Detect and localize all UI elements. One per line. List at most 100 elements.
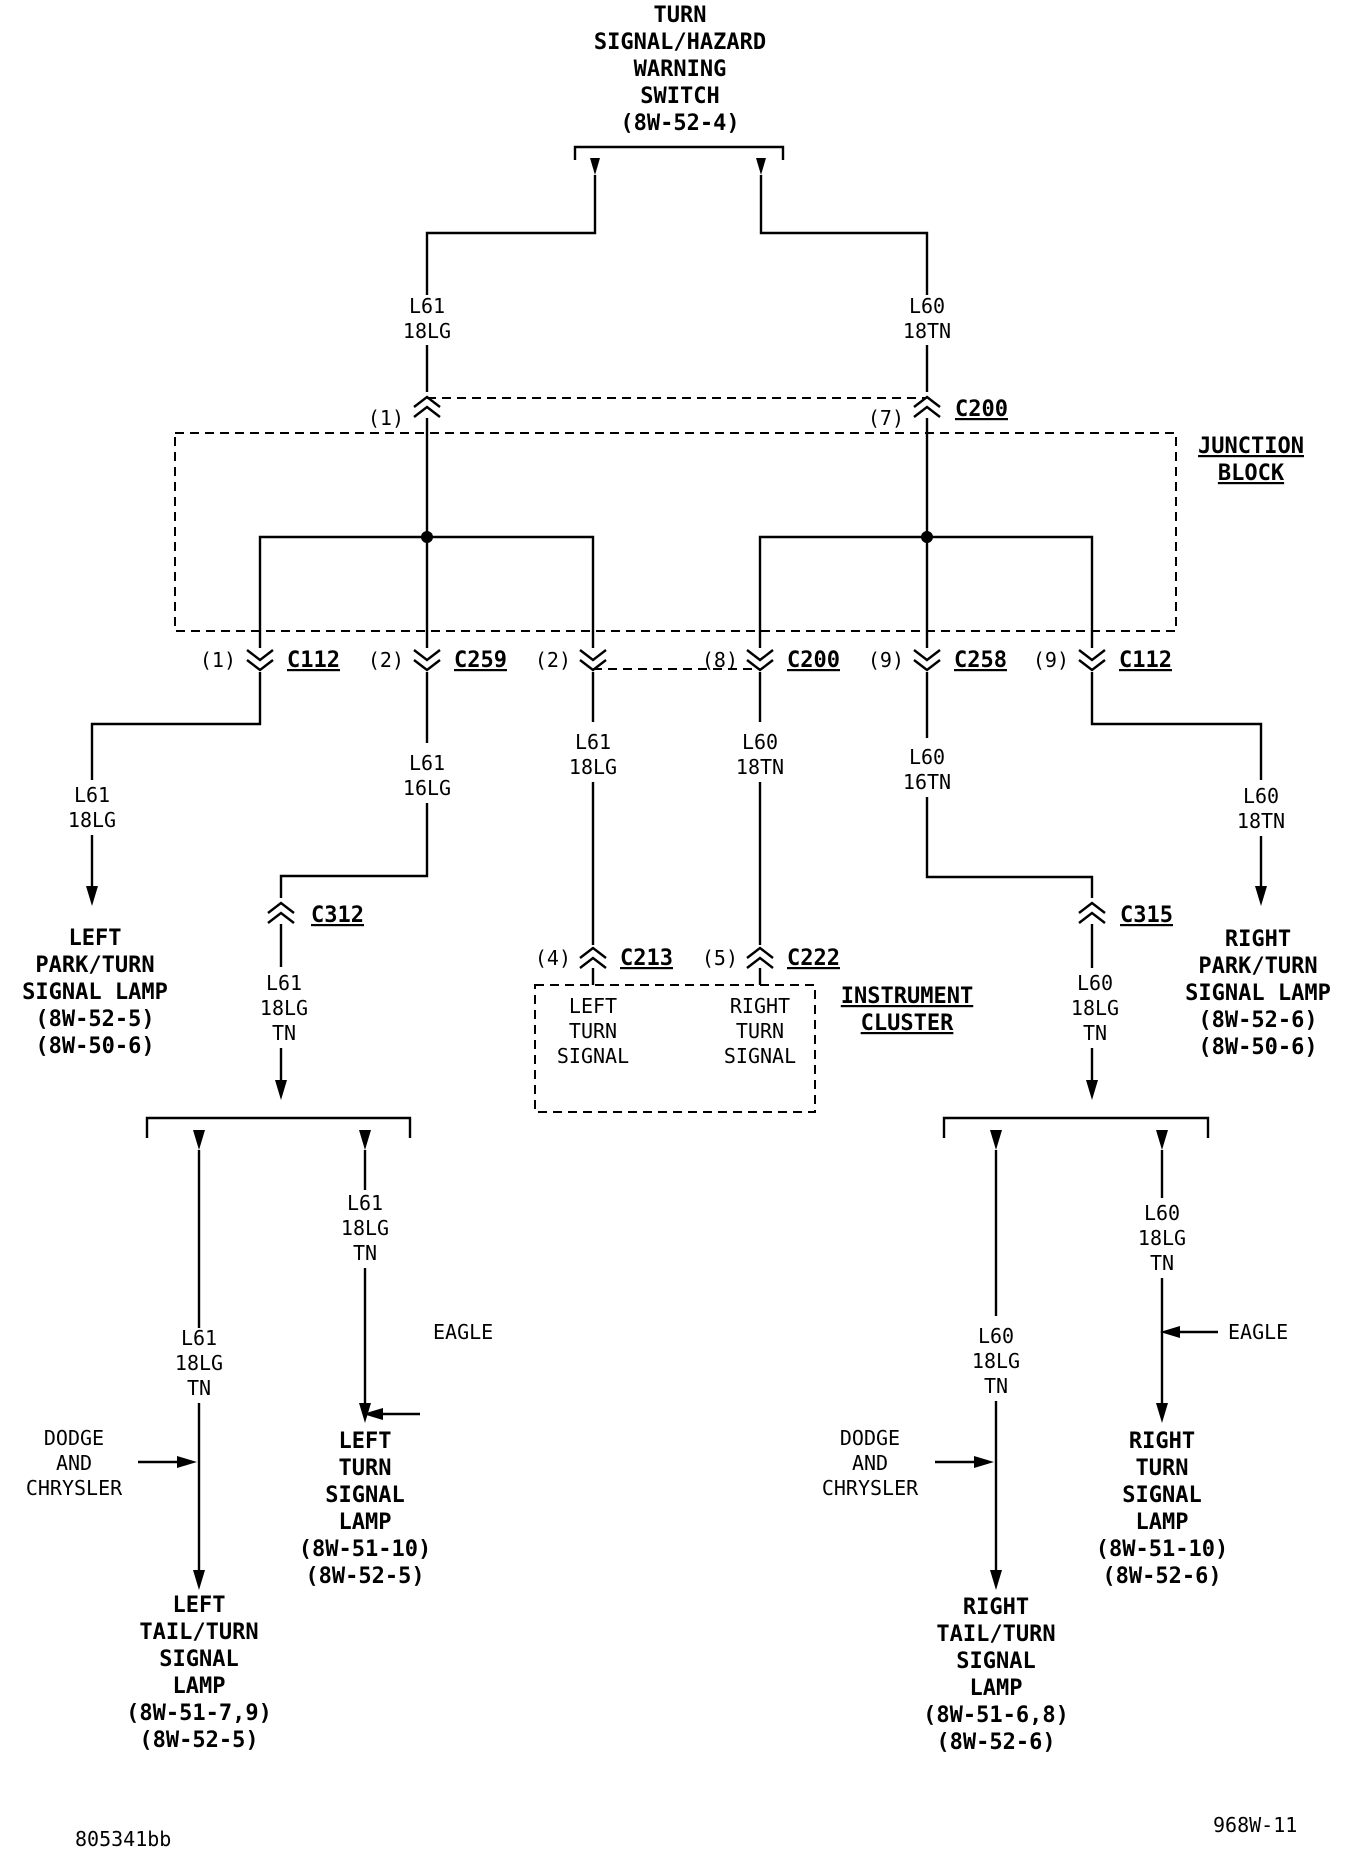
right-tail-lamp-line-3: SIGNAL — [956, 1649, 1035, 1674]
connector-c258-label: C258 — [954, 648, 1007, 673]
right-park-lamp-line-3: SIGNAL LAMP — [1185, 981, 1331, 1006]
connector-c315-symbol — [1078, 901, 1106, 924]
right-tail-lamp-line-6: (8W-52-6) — [936, 1730, 1055, 1755]
connector-c222-label: C222 — [787, 946, 840, 971]
right-turn-pin-arrow — [1156, 1130, 1168, 1150]
connector-c200-top-label: C200 — [955, 397, 1008, 422]
left-tail-lamp-arrow — [193, 1570, 205, 1590]
connector-c315-label: C315 — [1120, 903, 1173, 928]
wire-label-right-tail-gauge: 18LG — [972, 1349, 1020, 1373]
instrument-cluster-label-2: CLUSTER — [861, 1011, 954, 1036]
dodge-left-pointer-head — [177, 1456, 197, 1468]
right-turn-lamp-line-2: TURN — [1136, 1456, 1189, 1481]
connector-c259: (2) C259 — [368, 648, 507, 673]
dodge-right-line-1: DODGE — [840, 1426, 900, 1450]
wire-label-left-park-circuit: L61 — [74, 783, 110, 807]
switch-title-line-4: SWITCH — [640, 84, 719, 109]
instrument-cluster-box — [534, 984, 816, 1113]
dodge-right-line-3: CHRYSLER — [822, 1476, 919, 1500]
right-park-lamp-line-1: RIGHT — [1225, 927, 1291, 952]
wire-label-c312-gauge: 18LG — [260, 996, 308, 1020]
left-turn-lamp-arrow — [359, 1403, 371, 1423]
wire-label-right-park-circuit: L60 — [1243, 784, 1279, 808]
wire-label-c312-color: TN — [272, 1021, 296, 1045]
connector-c200-top-pin-right: (7) — [868, 406, 904, 430]
wire-label-right-cluster-gauge: 18TN — [736, 755, 784, 779]
left-turn-pin-arrow — [359, 1130, 371, 1150]
wire-label-l60-top-circuit: L60 — [909, 294, 945, 318]
wire-l61-top-upper — [425, 175, 597, 295]
right-tail-lamp-line-1: RIGHT — [963, 1595, 1029, 1620]
right-park-lamp-line-2: PARK/TURN — [1198, 954, 1317, 979]
wire-left-park-upper — [90, 672, 262, 780]
figure-id-right: 968W-11 — [1213, 1813, 1297, 1837]
wire-label-left-tail-gauge: 18LG — [175, 1351, 223, 1375]
connector-c312-label: C312 — [311, 903, 364, 928]
wire-label-right-cluster-circuit: L60 — [742, 730, 778, 754]
wire-label-right-park-gauge: 18TN — [1237, 809, 1285, 833]
connector-c200-top: (1) (7) C200 — [368, 395, 1008, 430]
right-tail-turn-signal-lamp: RIGHT TAIL/TURN SIGNAL LAMP (8W-51-6,8) … — [923, 1595, 1069, 1755]
right-turn-signal-line-1: RIGHT — [730, 994, 790, 1018]
left-turn-signal-line-1: LEFT — [569, 994, 617, 1018]
connector-c222-pin: (5) — [702, 946, 738, 970]
left-turn-lamp-line-2: TURN — [339, 1456, 392, 1481]
right-park-lamp-arrow — [1255, 886, 1267, 906]
splice-l60 — [921, 531, 933, 543]
left-turn-signal-lamp: LEFT TURN SIGNAL LAMP (8W-51-10) (8W-52-… — [299, 1429, 431, 1589]
left-turn-lamp-line-5: (8W-51-10) — [299, 1537, 431, 1562]
connector-c200-bottom-label: C200 — [787, 648, 840, 673]
turn-signal-hazard-switch: TURN SIGNAL/HAZARD WARNING SWITCH (8W-52… — [573, 3, 785, 175]
connector-c200-top-right-symbol — [913, 395, 941, 418]
connector-c312-symbol — [267, 901, 295, 924]
right-rear-bracket — [942, 1116, 1210, 1138]
instrument-cluster-label-1: INSTRUMENT — [841, 984, 973, 1009]
connector-c258-symbol — [913, 649, 941, 672]
instrument-cluster: LEFT TURN SIGNAL RIGHT TURN SIGNAL INSTR… — [534, 984, 973, 1113]
right-park-lamp-line-4: (8W-52-6) — [1198, 1008, 1317, 1033]
left-turn-lamp-line-6: (8W-52-5) — [305, 1564, 424, 1589]
eagle-left-pointer-head — [363, 1408, 383, 1420]
dodge-right-pointer-head — [974, 1456, 994, 1468]
connector-c200-bottom: (2) (8) C200 — [535, 648, 840, 673]
switch-title-line-3: WARNING — [634, 57, 727, 82]
right-turn-lamp-line-1: RIGHT — [1129, 1429, 1195, 1454]
dodge-left-line-2: AND — [56, 1451, 92, 1475]
left-turn-lamp-line-4: LAMP — [339, 1510, 392, 1535]
connector-c112-right: (9) C112 — [1033, 648, 1172, 673]
wire-label-left-turn-color: TN — [353, 1241, 377, 1265]
connector-c200-bottom-right-symbol — [746, 649, 774, 672]
right-tail-lamp-line-4: LAMP — [970, 1676, 1023, 1701]
right-turn-lamp-line-5: (8W-51-10) — [1096, 1537, 1228, 1562]
wire-label-right-turn-gauge: 18LG — [1138, 1226, 1186, 1250]
wire-label-l61-top-gauge: 18LG — [403, 319, 451, 343]
right-rear-bracket-arrow — [1086, 1080, 1098, 1100]
right-tail-lamp-arrow — [990, 1570, 1002, 1590]
connector-c213-label: C213 — [620, 946, 673, 971]
connector-c112-right-pin: (9) — [1033, 648, 1069, 672]
switch-pin-left-arrow — [590, 158, 600, 175]
left-park-lamp-arrow — [86, 886, 98, 906]
left-tail-lamp-line-1: LEFT — [173, 1593, 226, 1618]
eagle-left-label: EAGLE — [433, 1320, 493, 1344]
right-turn-signal-lamp: RIGHT TURN SIGNAL LAMP (8W-51-10) (8W-52… — [1096, 1429, 1228, 1589]
wire-label-left-turn-gauge: 18LG — [341, 1216, 389, 1240]
connector-c258-pin: (9) — [868, 648, 904, 672]
wire-label-left-park-gauge: 18LG — [68, 808, 116, 832]
connector-c112-left: (1) C112 — [200, 648, 340, 673]
wire-label-l61-top-circuit: L61 — [409, 294, 445, 318]
connector-c112-left-symbol — [246, 649, 274, 672]
wire-c259-lower — [279, 803, 429, 898]
connector-c200-top-left-symbol — [413, 395, 441, 418]
connector-c213-pin: (4) — [535, 946, 571, 970]
switch-title-line-2: SIGNAL/HAZARD — [594, 30, 766, 55]
connector-c259-label: C259 — [454, 648, 507, 673]
wire-label-left-tail-circuit: L61 — [181, 1326, 217, 1350]
connector-c213-symbol — [579, 946, 607, 969]
connector-c315: C315 — [1078, 901, 1173, 928]
left-turn-signal-line-3: SIGNAL — [557, 1044, 629, 1068]
eagle-right-pointer-head — [1160, 1326, 1180, 1338]
left-park-lamp-line-1: LEFT — [69, 926, 122, 951]
wire-right-park-upper — [1090, 672, 1263, 780]
